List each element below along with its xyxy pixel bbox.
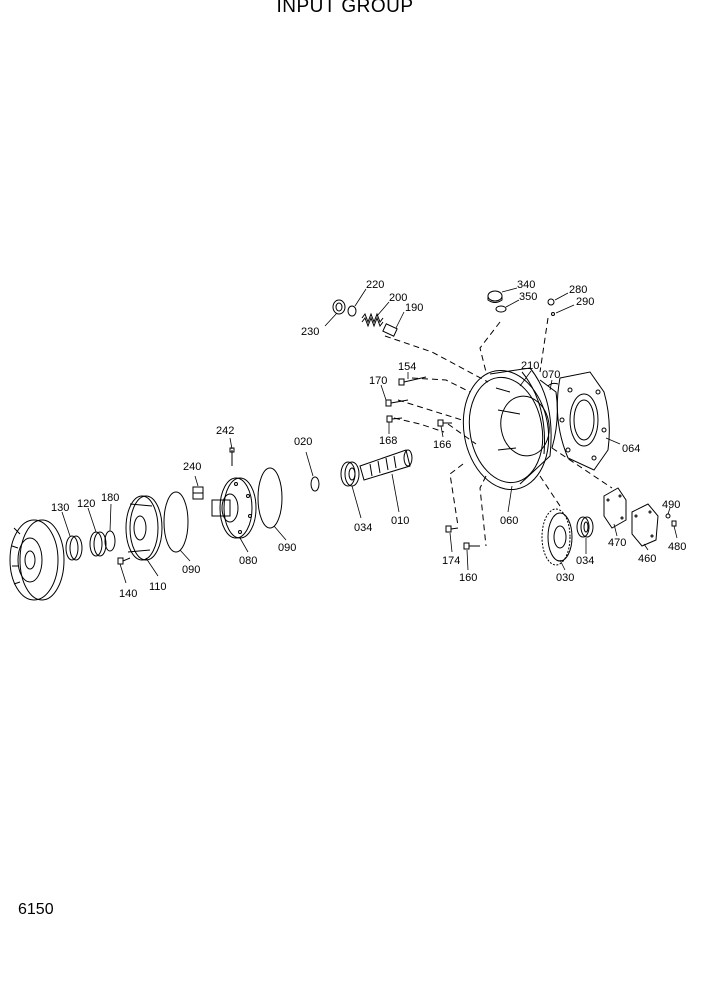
label-242: 242 (216, 425, 234, 437)
part-130-ring (65, 535, 83, 561)
label-490: 490 (662, 499, 680, 511)
assembly-dashed-lines (384, 317, 613, 547)
part-190-valve (382, 323, 398, 337)
part-170-bolt (385, 399, 409, 407)
part-120-bearing (89, 531, 107, 557)
part-168-bolt (386, 415, 403, 423)
part-010-input-shaft (359, 449, 413, 481)
label-200: 200 (389, 292, 407, 304)
label-090-a: 090 (182, 564, 200, 576)
part-200-spring (361, 312, 384, 328)
label-190: 190 (405, 302, 423, 314)
part-034-bearing-a (340, 461, 360, 487)
part-470-cover-gasket (603, 487, 627, 529)
part-290-ring (551, 312, 555, 316)
part-180-snap-ring (104, 530, 116, 552)
label-168: 168 (379, 435, 397, 447)
label-034-b: 034 (576, 555, 594, 567)
label-290: 290 (576, 296, 594, 308)
label-034-a: 034 (354, 522, 372, 534)
part-174-bolt (445, 525, 459, 533)
label-340: 340 (517, 279, 535, 291)
part-480-bolt (671, 520, 677, 527)
part-350-ring (495, 305, 507, 313)
label-350: 350 (519, 291, 537, 303)
label-154: 154 (398, 361, 416, 373)
part-110-stator (125, 495, 163, 561)
torque-converter-wheel (9, 519, 65, 601)
label-210: 210 (521, 360, 539, 372)
label-140: 140 (119, 588, 137, 600)
part-064-cover (556, 371, 610, 471)
part-166-bolt (437, 419, 452, 427)
part-460-cover-plate (631, 503, 659, 547)
part-090-o-ring-b (257, 467, 283, 529)
page-title: INPUT GROUP (276, 0, 414, 17)
part-number-labels: 230 220 200 190 340 350 280 290 154 170 … (51, 279, 686, 600)
label-020: 020 (294, 436, 312, 448)
label-090-b: 090 (278, 542, 296, 554)
part-280-plug (547, 298, 555, 306)
part-090-o-ring-a (163, 491, 189, 553)
part-030-gear (541, 508, 573, 566)
label-160: 160 (459, 572, 477, 584)
part-034-bearing-b (576, 516, 594, 538)
part-140-bolt (117, 557, 131, 565)
label-180: 180 (101, 492, 119, 504)
part-070-gasket (547, 382, 559, 387)
label-060: 060 (500, 515, 518, 527)
label-080: 080 (239, 555, 257, 567)
label-240: 240 (183, 461, 201, 473)
label-010: 010 (391, 515, 409, 527)
label-230: 230 (301, 326, 319, 338)
part-020-snap-ring (310, 476, 320, 492)
label-170: 170 (369, 375, 387, 387)
label-166: 166 (433, 439, 451, 451)
label-470: 470 (608, 537, 626, 549)
label-120: 120 (77, 498, 95, 510)
label-280: 280 (569, 284, 587, 296)
label-110: 110 (149, 581, 167, 593)
part-160-bolt (463, 542, 480, 550)
leader-lines (61, 287, 678, 584)
part-230-plug (332, 299, 346, 315)
part-154-bolt (398, 376, 427, 386)
label-130: 130 (51, 502, 69, 514)
part-490-washer (665, 513, 671, 519)
part-340-cap (487, 290, 503, 303)
label-174: 174 (442, 555, 460, 567)
part-220-seal-ring (347, 305, 357, 317)
label-030: 030 (556, 572, 574, 584)
part-242-pin (229, 447, 235, 466)
label-460: 460 (638, 553, 656, 565)
page-number: 6150 (18, 901, 54, 918)
label-064: 064 (622, 443, 640, 455)
part-080-pump-housing (211, 477, 257, 539)
label-070: 070 (542, 369, 560, 381)
label-220: 220 (366, 279, 384, 291)
part-240-plug (192, 486, 204, 500)
part-060-converter-housing (462, 367, 558, 491)
label-480: 480 (668, 541, 686, 553)
